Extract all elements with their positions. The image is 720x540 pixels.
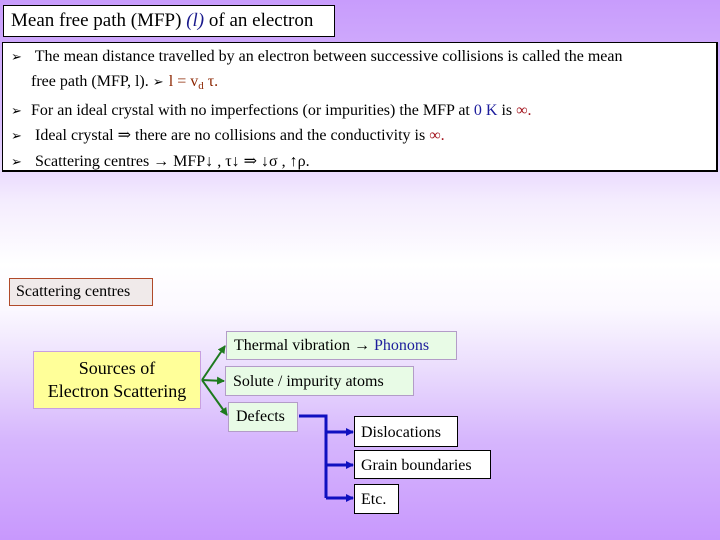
- zero-kelvin: 0 K: [473, 101, 498, 119]
- bullet-2-text: For an ideal crystal with no imperfectio…: [31, 101, 474, 119]
- defects-node: Defects: [228, 402, 298, 432]
- sources-line1: Sources of: [78, 358, 156, 378]
- bullet-3-text: Ideal crystal ⇒ there are no collisions …: [35, 127, 430, 145]
- arrow-bullet-icon: ➢: [11, 103, 22, 119]
- sources-root-node: Sources of Electron Scattering: [33, 351, 201, 409]
- phonons-text: Phonons: [373, 337, 430, 354]
- blue-arrows: [299, 414, 354, 502]
- bullet-4-text: Scattering centres → MFP↓ , τ↓ ⇒ ↓σ , ↑ρ…: [35, 152, 310, 170]
- infinity-symbol: ∞.: [429, 127, 445, 145]
- bullet-item-2: ➢ For an ideal crystal with no imperfecti…: [11, 99, 710, 124]
- scattering-centres-label: Scattering centres: [9, 278, 153, 306]
- title-text-after: of an electron: [204, 10, 314, 31]
- formula-main: l = v: [168, 73, 199, 91]
- etc-node: Etc.: [354, 484, 399, 514]
- formula-subscript: d: [198, 80, 204, 93]
- bullet-item-1-continued: free path (MFP, l). ➢l = vd τ.: [11, 70, 710, 98]
- title-text-before: Mean free path (MFP): [11, 10, 187, 31]
- grain-boundaries-node: Grain boundaries: [354, 450, 491, 479]
- formula-end: τ.: [203, 73, 219, 91]
- arrow-bullet-icon: ➢: [11, 50, 22, 65]
- green-arrows: [201, 345, 228, 416]
- infinity-symbol: ∞.: [516, 101, 532, 119]
- solute-impurity-node: Solute / impurity atoms: [225, 366, 414, 396]
- arrow-bullet-icon: ➢: [11, 129, 22, 145]
- dislocations-node: Dislocations: [354, 416, 458, 447]
- title-symbol: (l): [186, 10, 205, 31]
- slide-title: Mean free path (MFP) (l) of an electron: [3, 5, 335, 37]
- thermal-text: Thermal vibration →: [234, 337, 374, 354]
- bullet-item-1: ➢ The mean distance travelled by an elec…: [11, 45, 710, 70]
- arrow-bullet-icon: ➢: [11, 154, 22, 170]
- mfp-formula: l = vd τ.: [168, 73, 219, 93]
- bullet-item-4: ➢ Scattering centres → MFP↓ , τ↓ ⇒ ↓σ , …: [11, 150, 710, 175]
- bullet-item-3: ➢ Ideal crystal ⇒ there are no collision…: [11, 124, 710, 149]
- thermal-vibration-node: Thermal vibration → Phonons: [226, 331, 457, 360]
- bullet-1-line1: The mean distance travelled by an electr…: [34, 48, 623, 65]
- bullet-1-line2: free path (MFP, l).: [31, 73, 153, 91]
- bullet-2-mid: is: [497, 101, 517, 119]
- bullet-list: ➢ The mean distance travelled by an elec…: [2, 42, 718, 172]
- sources-line2: Electron Scattering: [47, 381, 187, 401]
- arrow-bullet-icon: ➢: [152, 75, 164, 91]
